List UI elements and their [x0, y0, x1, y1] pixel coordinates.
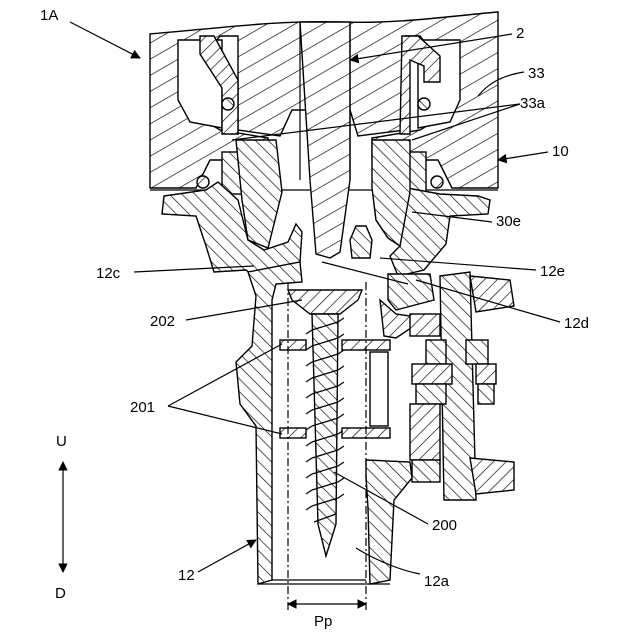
label-boss-right: 12e — [540, 263, 565, 280]
label-fig: 1A — [40, 7, 58, 24]
label-boss-upper: 12c — [96, 265, 121, 282]
label-bore: 12a — [424, 573, 450, 590]
label-up: U — [56, 433, 67, 450]
label-head: 10 — [552, 143, 569, 160]
screw — [288, 290, 362, 556]
label-down: D — [55, 585, 66, 602]
nozzle-member — [300, 22, 350, 258]
label-washers: 201 — [130, 399, 155, 416]
label-pitch: Pp — [314, 613, 332, 630]
label-screw-head: 202 — [150, 313, 175, 330]
label-nozzle: 2 — [516, 25, 524, 42]
label-cover: 33 — [528, 65, 545, 82]
label-screw: 200 — [432, 517, 457, 534]
label-cover-hole: 33a — [520, 95, 546, 112]
label-tube: 12 — [178, 567, 195, 584]
label-flange: 12d — [564, 315, 589, 332]
label-seat: 30e — [496, 213, 521, 230]
